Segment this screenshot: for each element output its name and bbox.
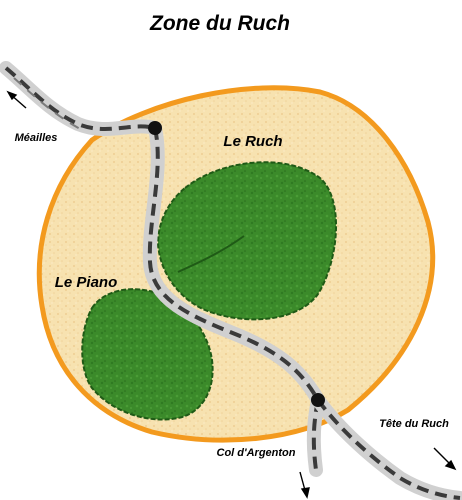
label-le-piano: Le Piano: [55, 274, 118, 291]
arrow-meailles: [6, 90, 27, 109]
label-tete-du-ruch: Tête du Ruch: [379, 418, 449, 430]
arrow-col-dargenton: [299, 471, 310, 499]
arrow-tete-du-ruch: [433, 447, 457, 471]
junction-meailles: [148, 121, 162, 135]
label-meailles: Méailles: [15, 132, 58, 144]
junction-col-dargenton: [311, 393, 325, 407]
forest-le-ruch-path: [177, 235, 245, 273]
map-title: Zone du Ruch: [149, 12, 290, 35]
label-col-dargenton: Col d'Argenton: [217, 447, 296, 459]
forest-le-ruch: [156, 161, 337, 321]
label-le-ruch: Le Ruch: [223, 133, 282, 150]
